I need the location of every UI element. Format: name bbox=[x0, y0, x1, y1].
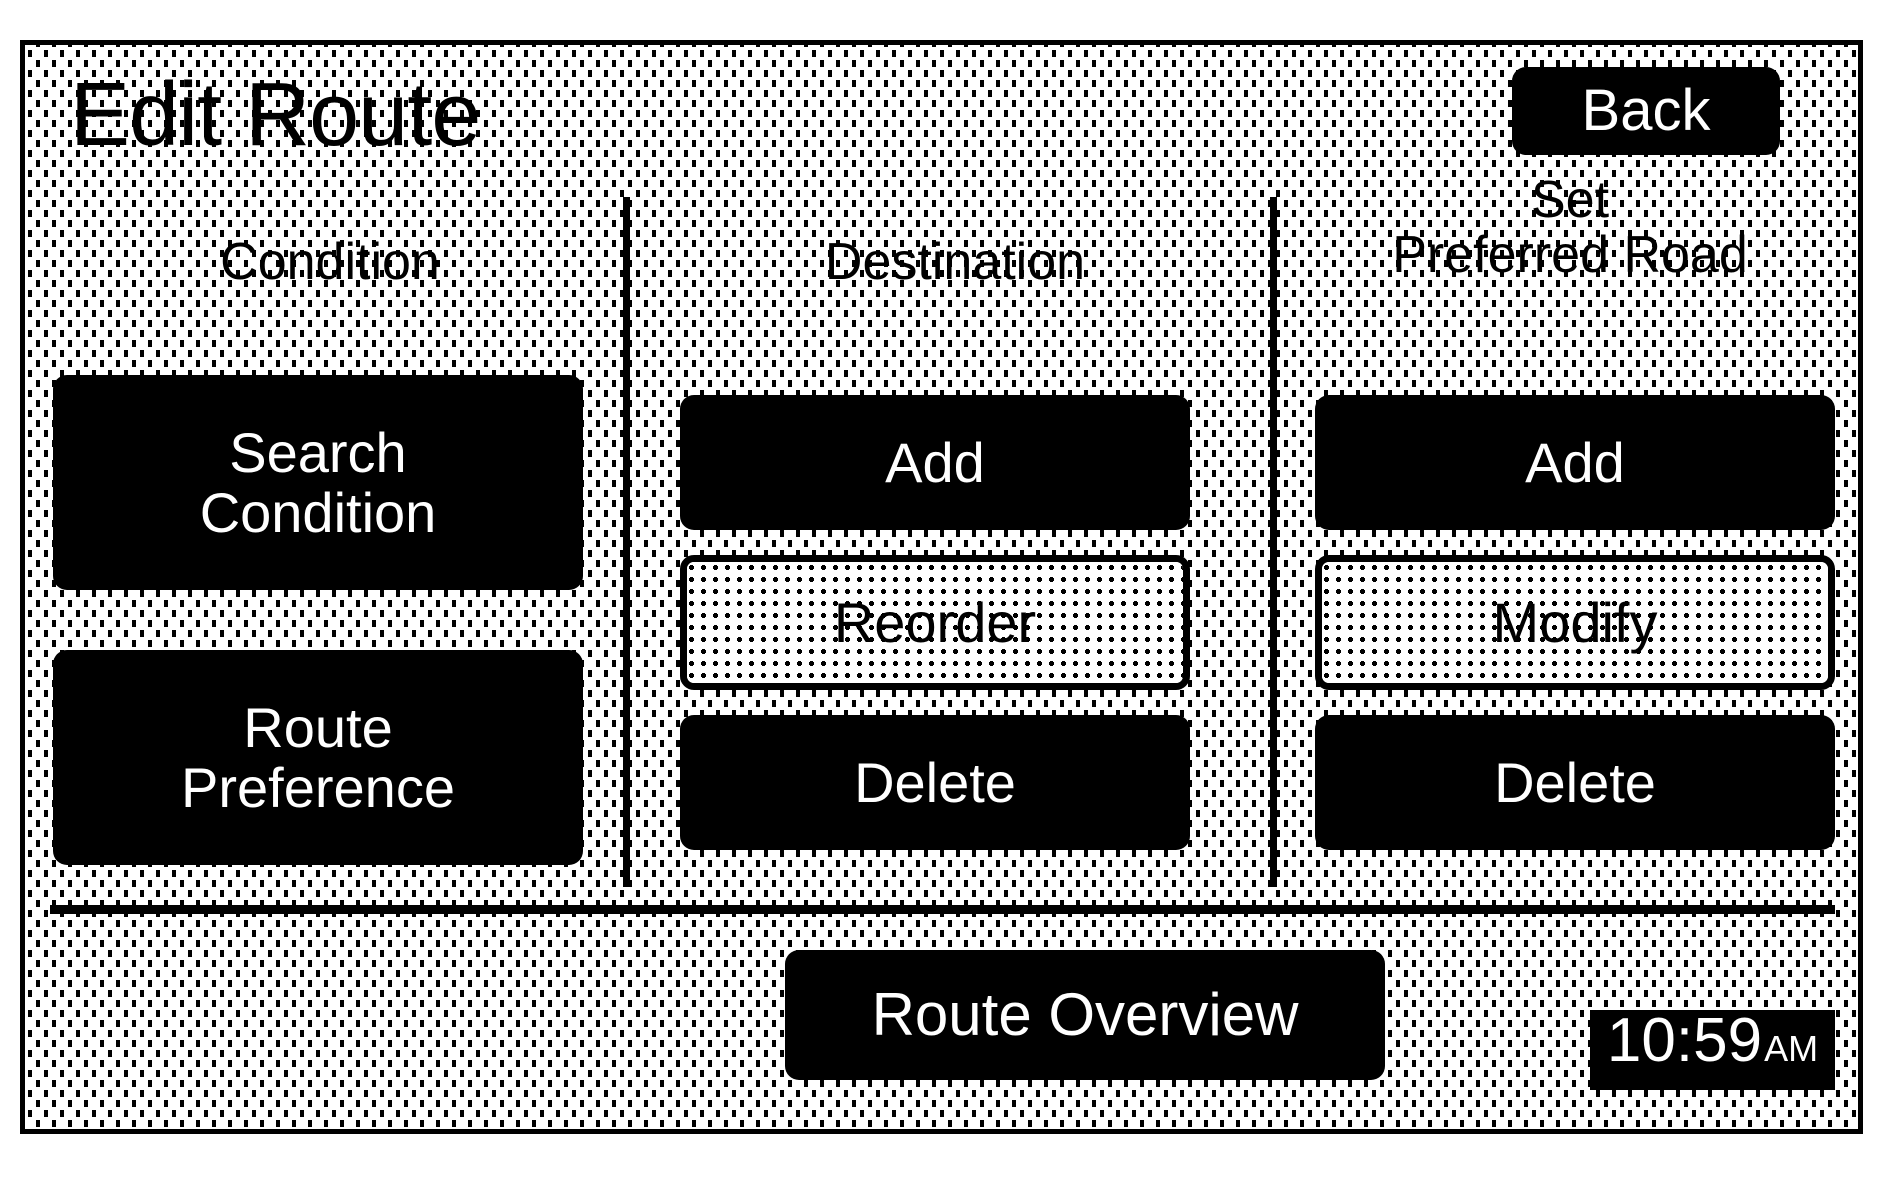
preferred-road-modify-label: Modify bbox=[1492, 590, 1658, 654]
page-title: Edit Route bbox=[70, 65, 481, 165]
destination-add-label: Add bbox=[885, 430, 985, 494]
preferred-road-add-label: Add bbox=[1525, 430, 1625, 494]
search-condition-label: Search Condition bbox=[199, 421, 437, 544]
column-divider-right bbox=[1270, 197, 1277, 887]
clock-meridiem: AM bbox=[1764, 1028, 1819, 1069]
column-divider-left bbox=[623, 197, 630, 887]
clock-time: 10:59 bbox=[1606, 1006, 1763, 1075]
preferred-road-add-button[interactable]: Add bbox=[1315, 395, 1835, 530]
route-preference-button[interactable]: Route Preference bbox=[53, 650, 583, 865]
column-header-condition: Condition bbox=[220, 233, 440, 291]
destination-add-button[interactable]: Add bbox=[680, 395, 1190, 530]
column-header-destination: Destination bbox=[824, 233, 1086, 291]
column-header-set-preferred-road: Set Preferred Road bbox=[1392, 171, 1748, 285]
route-overview-label: Route Overview bbox=[871, 981, 1299, 1049]
route-preference-label: Route Preference bbox=[181, 696, 455, 819]
navigation-screen: Edit Route Back Condition Destination Se… bbox=[20, 40, 1863, 1134]
destination-reorder-label: Reorder bbox=[833, 590, 1037, 654]
footer-divider bbox=[50, 905, 1835, 914]
clock-display: 10:59 AM bbox=[1590, 1010, 1835, 1090]
back-button[interactable]: Back bbox=[1512, 67, 1780, 155]
route-overview-button[interactable]: Route Overview bbox=[785, 950, 1385, 1080]
back-button-label: Back bbox=[1581, 78, 1711, 144]
reorder-button-texture bbox=[687, 562, 1183, 683]
modify-button-texture bbox=[1322, 562, 1828, 683]
preferred-road-delete-button[interactable]: Delete bbox=[1315, 715, 1835, 850]
destination-reorder-button[interactable]: Reorder bbox=[680, 555, 1190, 690]
destination-delete-button[interactable]: Delete bbox=[680, 715, 1190, 850]
search-condition-button[interactable]: Search Condition bbox=[53, 375, 583, 590]
preferred-road-delete-label: Delete bbox=[1494, 750, 1656, 814]
destination-delete-label: Delete bbox=[854, 750, 1016, 814]
preferred-road-modify-button[interactable]: Modify bbox=[1315, 555, 1835, 690]
